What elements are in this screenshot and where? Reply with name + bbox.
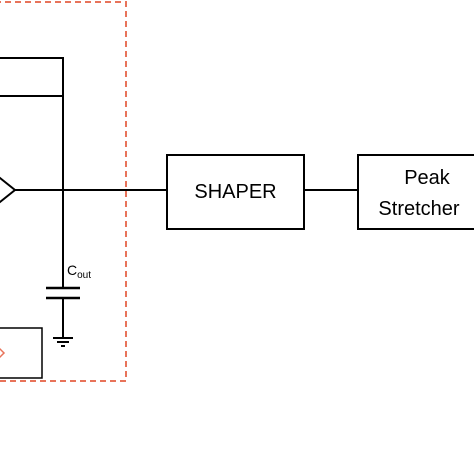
lower-left-mark (0, 347, 6, 359)
peak-stretcher-label-line1: Peak (404, 167, 451, 189)
shaper-block (166, 154, 305, 230)
shaper-label: SHAPER (194, 181, 276, 203)
lower-left-box (0, 327, 43, 379)
peak-stretcher-block (357, 154, 474, 230)
capacitor-label-symbol: C (67, 262, 77, 278)
dashed-boundary (0, 1, 127, 382)
feedback-element-box (0, 57, 64, 97)
capacitor-label: Cout (67, 262, 91, 281)
peak-stretcher-label-line2: Stretcher (378, 198, 459, 220)
capacitor-label-subscript: out (77, 270, 91, 281)
amplifier-triangle (0, 176, 17, 204)
